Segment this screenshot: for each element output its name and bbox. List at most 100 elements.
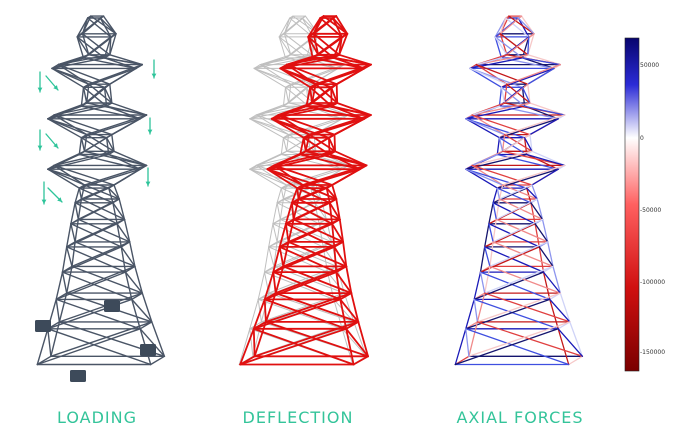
deflected-member [331,222,345,243]
deflected-member [263,271,338,301]
axial-member [479,246,540,273]
axial-member [465,298,551,330]
tower-member [105,136,110,156]
axial-member [471,105,501,116]
tower-member [53,153,81,167]
tower-member [139,328,166,357]
axial-member [521,86,526,107]
axial-member [542,271,561,294]
axial-member [527,83,531,104]
tower-member [131,298,153,323]
tower-member [85,83,111,104]
tower-member [58,292,144,323]
axial-member [469,67,503,88]
tower-member [71,265,144,294]
axial-member [521,86,531,104]
colorbar-tick-0: 0 [640,135,644,142]
deflected-member [342,240,348,268]
axial-member [469,67,508,85]
ghost-member [283,33,313,56]
tower-member [50,321,61,357]
tower-member [47,168,110,189]
deflected-member [264,292,277,323]
tower-member [76,36,90,56]
axial-member [500,86,506,104]
deflected-member [333,245,348,268]
axial-member [498,184,533,200]
deflected-member [301,184,338,200]
deflected-member [287,240,348,268]
tower-member [76,36,85,59]
axial-member [523,105,566,116]
ghost-member [290,83,315,104]
tower-member [81,17,89,35]
deflected-member [335,271,353,295]
axial-member [465,168,528,189]
axial-member [465,168,498,189]
deflected-member [302,136,331,156]
axial-member [542,271,551,301]
axial-member [521,36,530,59]
deflected-member [239,327,255,366]
ghost-member [249,298,259,330]
tower-member [90,15,117,35]
deflected-member [330,86,339,104]
axial-member [496,187,532,204]
tower-member [112,202,126,221]
ghost-member [249,168,288,186]
axial-member [465,168,504,186]
tower-member [141,292,153,323]
axial-member [495,218,549,243]
load-arrowhead [57,197,62,202]
deflected-member [273,153,302,167]
axial-member [454,328,467,366]
deflected-member [331,222,336,248]
tower-member [83,133,113,153]
tower-member [107,187,120,200]
tower-member [74,241,136,268]
deflected-member [253,320,360,358]
tower-member [57,57,85,66]
deflected-member [312,32,341,56]
ghost-member [276,202,320,225]
axial-member [531,150,566,167]
tower-member [78,187,83,200]
axial-member [471,102,531,116]
tower-member [111,102,148,116]
ghost-member [276,202,281,220]
ghost-member [257,271,265,300]
ghost-member [278,36,307,59]
ghost-member [259,54,313,66]
axial-member [529,118,559,136]
deflected-member [328,153,368,167]
tower-member [61,271,133,301]
deflected-member [350,292,360,323]
deflected-member [277,102,339,116]
tower-member [83,184,120,200]
ghost-member [282,105,343,120]
axial-member [538,246,545,273]
load-arrows [37,59,157,205]
tower-member [47,328,52,357]
footings [35,300,156,382]
tower-member [109,67,137,85]
tower-member [113,168,141,186]
tower-member [120,246,136,268]
deflected-member [263,298,348,330]
deflected-member [296,187,300,200]
ghost-member [268,265,338,294]
axial-member [498,105,559,120]
tower-member [74,202,80,221]
ghost-member [260,292,345,323]
ghost-member [282,86,286,107]
deflected-member [331,168,361,186]
deflected-member [352,355,369,366]
axial-member [494,36,503,59]
tower-member [78,136,83,156]
tower-member [53,102,113,116]
axial-member [484,223,490,248]
tower-member [55,271,127,301]
axial-member [552,265,561,294]
ghost-member [255,164,288,186]
tower-member [74,202,118,225]
